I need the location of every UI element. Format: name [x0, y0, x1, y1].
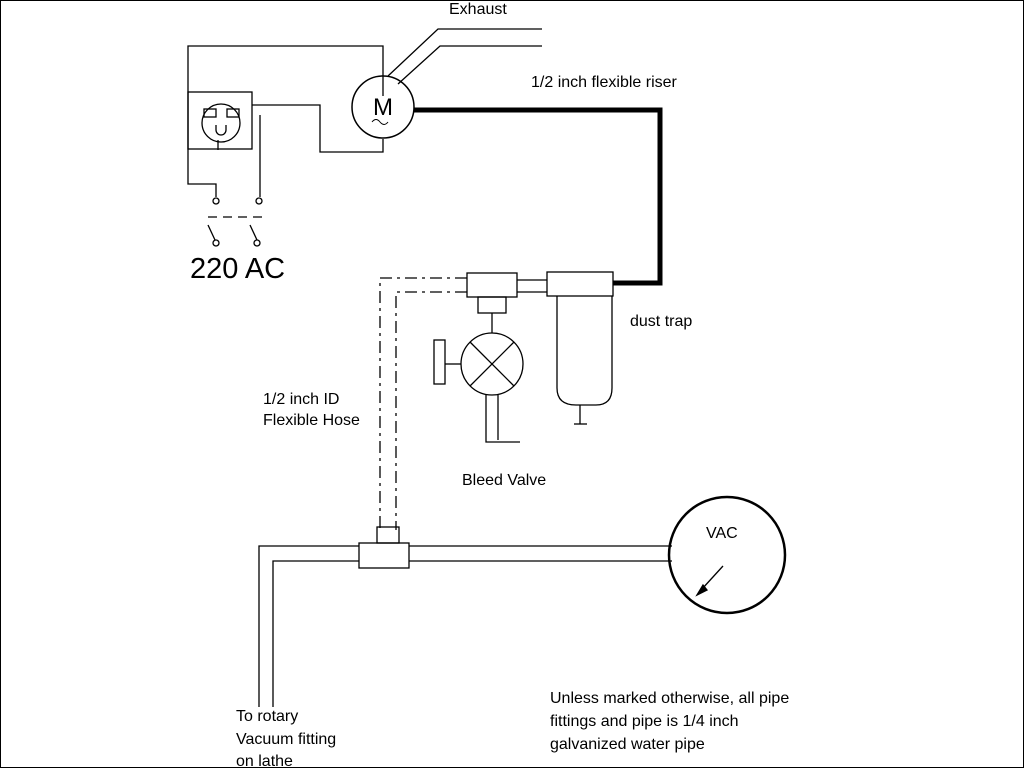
rotary-label-line1: To rotary	[236, 708, 298, 725]
note-line2: fittings and pipe is 1/4 inch	[550, 713, 739, 730]
bleed-valve-icon	[433, 332, 524, 443]
riser-label: 1/2 inch flexible riser	[531, 74, 678, 91]
lower-tee-fitting	[358, 526, 410, 569]
dust-trap-label: dust trap	[630, 313, 692, 330]
vacuum-gauge-icon	[667, 495, 787, 615]
flexible-riser	[414, 107, 663, 286]
note-line1: Unless marked otherwise, all pipe	[550, 690, 789, 707]
hose-label-line1: 1/2 inch ID	[263, 391, 339, 408]
hose-label-line2: Flexible Hose	[263, 412, 360, 429]
electrical-wiring	[187, 45, 384, 197]
power-label: 220 AC	[190, 253, 285, 285]
switch-icon	[207, 197, 266, 247]
rotary-label-line3: on lathe	[236, 753, 293, 768]
flexible-hose	[379, 277, 467, 530]
motor-label: M	[373, 94, 393, 121]
dust-trap-icon	[546, 271, 614, 425]
gauge-label: VAC	[706, 525, 738, 542]
pipe-to-gauge	[409, 545, 672, 562]
upper-tee-fitting	[466, 272, 547, 333]
exhaust-pipe	[387, 28, 542, 85]
motor-icon	[351, 75, 415, 139]
note-line3: galvanized water pipe	[550, 736, 705, 753]
outlet-icon	[201, 103, 241, 143]
exhaust-label: Exhaust	[449, 1, 507, 18]
rotary-label-line2: Vacuum fitting	[236, 731, 336, 748]
pipe-to-lathe	[258, 545, 359, 707]
bleed-valve-label: Bleed Valve	[462, 472, 546, 489]
